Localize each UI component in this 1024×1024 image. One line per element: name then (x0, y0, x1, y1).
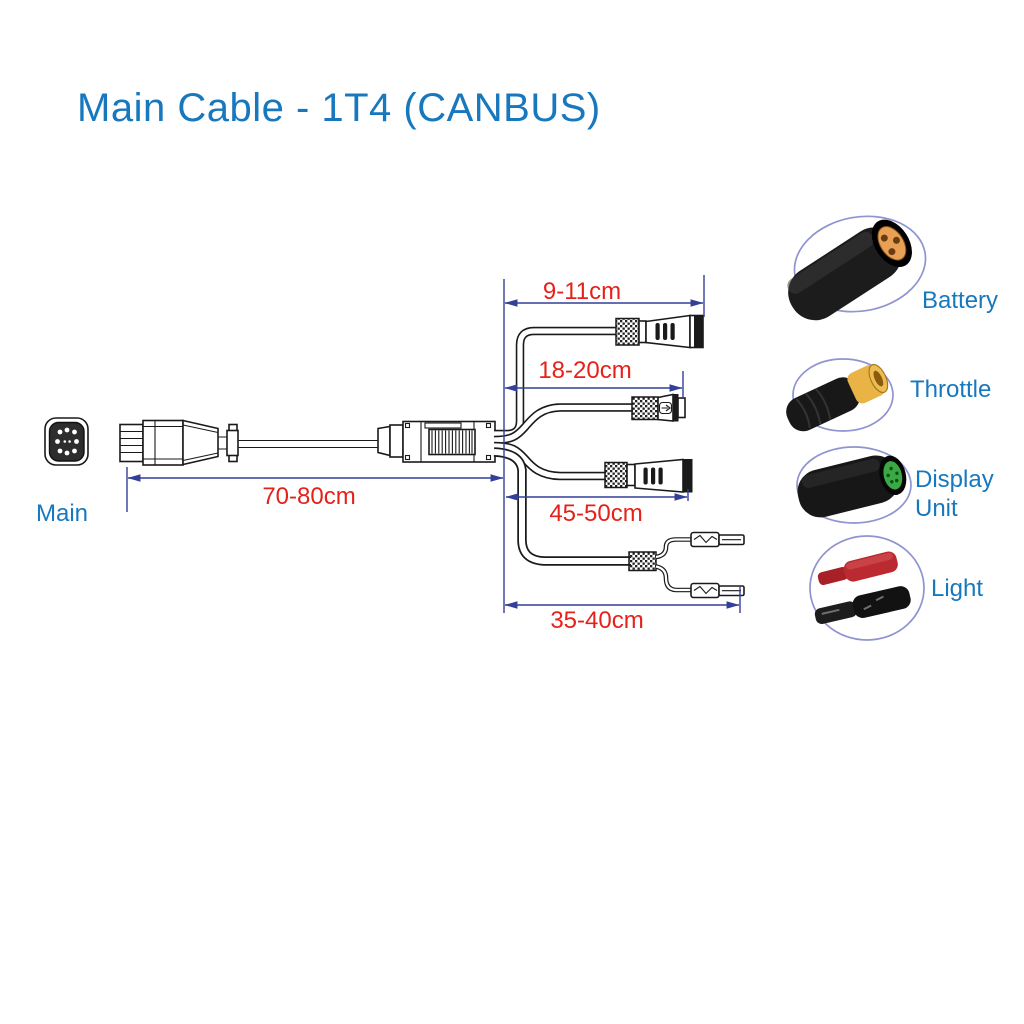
light-connector-photo (809, 535, 925, 641)
dimension-throttle-branch: 18-20cm (538, 357, 632, 384)
display-branch-wire (493, 441, 606, 481)
light-terminal-upper-drawing (690, 531, 745, 548)
dimension-lines (126, 275, 741, 613)
main-connector-side-drawing (119, 419, 378, 466)
light-terminal-lower-drawing (690, 582, 745, 599)
dimension-battery-branch: 9-11cm (542, 278, 622, 305)
battery-connector-drawing (615, 314, 704, 349)
light-branch-wire (493, 447, 692, 593)
throttle-label: Throttle (910, 376, 992, 403)
dimension-main-cable: 70-80cm (262, 483, 356, 510)
display-connector-drawing (604, 458, 693, 493)
junction-drawing (377, 420, 496, 463)
throttle-connector-drawing (631, 393, 686, 422)
dimension-display-branch: 45-50cm (549, 500, 643, 527)
battery-connector-photo (787, 215, 927, 321)
light-label: Light (931, 575, 984, 602)
main-connector-label: Main (36, 500, 89, 527)
display-unit-label: Display Unit (915, 466, 994, 522)
main-connector-face-drawing (44, 417, 89, 466)
display-connector-photo (796, 446, 912, 524)
battery-label: Battery (922, 287, 999, 314)
dimension-light-branch: 35-40cm (550, 607, 644, 634)
throttle-branch-wire (493, 403, 633, 445)
page-title: Main Cable - 1T4 (CANBUS) (77, 86, 601, 130)
throttle-connector-photo (786, 358, 894, 432)
